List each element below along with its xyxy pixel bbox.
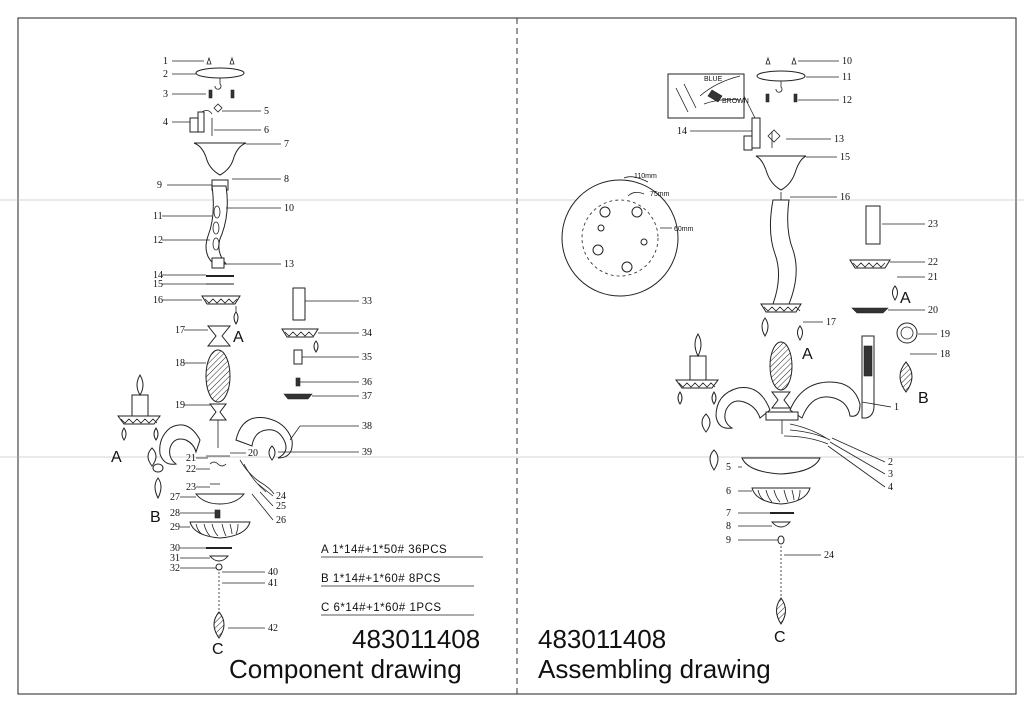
callout: 28 xyxy=(170,508,180,519)
callout: 5 xyxy=(264,106,269,117)
callout: 40 xyxy=(268,567,278,578)
plate-dimension: 110mm xyxy=(634,173,657,180)
callout: 19 xyxy=(175,400,185,411)
crystal-type-label: A xyxy=(233,329,244,346)
component-leaders xyxy=(162,60,359,629)
callout: 39 xyxy=(362,447,372,458)
callout: 22 xyxy=(928,257,938,268)
callout: 12 xyxy=(842,95,852,106)
assembling-drawing-title: Assembling drawing xyxy=(538,654,771,684)
callout: 7 xyxy=(726,508,731,519)
callout: 2 xyxy=(163,69,168,80)
callout: 24 xyxy=(276,491,286,502)
callout: 14 xyxy=(153,270,163,281)
component-drawing-art xyxy=(117,56,319,639)
callout: 11 xyxy=(842,72,852,83)
callout: 19 xyxy=(940,329,950,340)
callout: 21 xyxy=(928,272,938,283)
callout: 9 xyxy=(157,180,162,191)
crystal-type-label: B xyxy=(150,509,161,526)
callout: 1 xyxy=(894,402,899,413)
callout: 30 xyxy=(170,543,180,554)
callout: 16 xyxy=(153,295,163,306)
callout: 20 xyxy=(928,305,938,316)
crystal-type-label: A xyxy=(900,290,911,307)
callout: 25 xyxy=(276,501,286,512)
spec-line: C 6*14#+1*60# 1PCS xyxy=(321,602,442,614)
callout: 13 xyxy=(284,259,294,270)
crystal-type-label: C xyxy=(774,629,786,646)
callout: 3 xyxy=(888,469,893,480)
callout: 8 xyxy=(726,521,731,532)
callout: 8 xyxy=(284,174,289,185)
crystal-type-label: C xyxy=(212,641,224,658)
callout: 23 xyxy=(928,219,938,230)
callout: 26 xyxy=(276,515,286,526)
callout: 11 xyxy=(153,211,163,222)
wire-label: BROWN xyxy=(722,98,749,105)
callout: 4 xyxy=(888,482,893,493)
callout: 10 xyxy=(842,56,852,67)
callout: 20 xyxy=(248,448,258,459)
callout: 16 xyxy=(840,192,850,203)
wire-label: BLUE xyxy=(704,76,723,83)
callout: 31 xyxy=(170,553,180,564)
callout: 5 xyxy=(726,462,731,473)
callout: 14 xyxy=(677,126,687,137)
assembling-leaders xyxy=(690,60,937,556)
callout: 32 xyxy=(170,563,180,574)
callout: 12 xyxy=(153,235,163,246)
callout: 21 xyxy=(186,453,196,464)
callout: 29 xyxy=(170,522,180,533)
crystal-type-label: A xyxy=(111,449,122,466)
callout: 33 xyxy=(362,296,372,307)
callout: 10 xyxy=(284,203,294,214)
mounting-plate xyxy=(561,179,679,297)
callout: 3 xyxy=(163,89,168,100)
assembling-drawing-art: BLUE BROWN xyxy=(561,56,918,625)
crystal-type-label: B xyxy=(918,390,929,407)
callout: 2 xyxy=(888,457,893,468)
callout: 18 xyxy=(175,358,185,369)
callout: 17 xyxy=(175,325,185,336)
callout: 4 xyxy=(163,117,168,128)
callout: 24 xyxy=(824,550,834,561)
callout: 15 xyxy=(153,279,163,290)
assembling-callouts: 10 11 12 13 14 15 16 23 22 21 20 19 18 1… xyxy=(677,56,950,561)
callout: 37 xyxy=(362,391,372,402)
callout: 35 xyxy=(362,352,372,363)
callout: 27 xyxy=(170,492,180,503)
callout: 36 xyxy=(362,377,372,388)
callout: 6 xyxy=(726,486,731,497)
model-number-left: 483011408 xyxy=(352,624,480,654)
model-number-right: 483011408 xyxy=(538,624,666,654)
plate-dimension: 60mm xyxy=(674,226,694,233)
callout: 9 xyxy=(726,535,731,546)
callout: 34 xyxy=(362,328,372,339)
callout: 13 xyxy=(834,134,844,145)
callout: 7 xyxy=(284,139,289,150)
callout: 15 xyxy=(840,152,850,163)
crystal-type-label: A xyxy=(802,346,813,363)
component-drawing-title: Component drawing xyxy=(229,654,462,684)
callout: 41 xyxy=(268,578,278,589)
callout: 38 xyxy=(362,421,372,432)
callout: 18 xyxy=(940,349,950,360)
spec-line: A 1*14#+1*50# 36PCS xyxy=(321,544,447,556)
spec-line: B 1*14#+1*60# 8PCS xyxy=(321,573,441,585)
callout: 1 xyxy=(163,56,168,67)
plate-dimension: 75mm xyxy=(650,191,670,198)
component-callouts: 1 2 3 4 5 6 7 8 9 10 11 12 13 14 15 16 1… xyxy=(153,56,372,634)
crystal-spec-list: A 1*14#+1*50# 36PCS B 1*14#+1*60# 8PCS C… xyxy=(321,544,483,616)
callout: 22 xyxy=(186,464,196,475)
callout: 17 xyxy=(826,317,836,328)
callout: 6 xyxy=(264,125,269,136)
callout: 23 xyxy=(186,482,196,493)
callout: 42 xyxy=(268,623,278,634)
